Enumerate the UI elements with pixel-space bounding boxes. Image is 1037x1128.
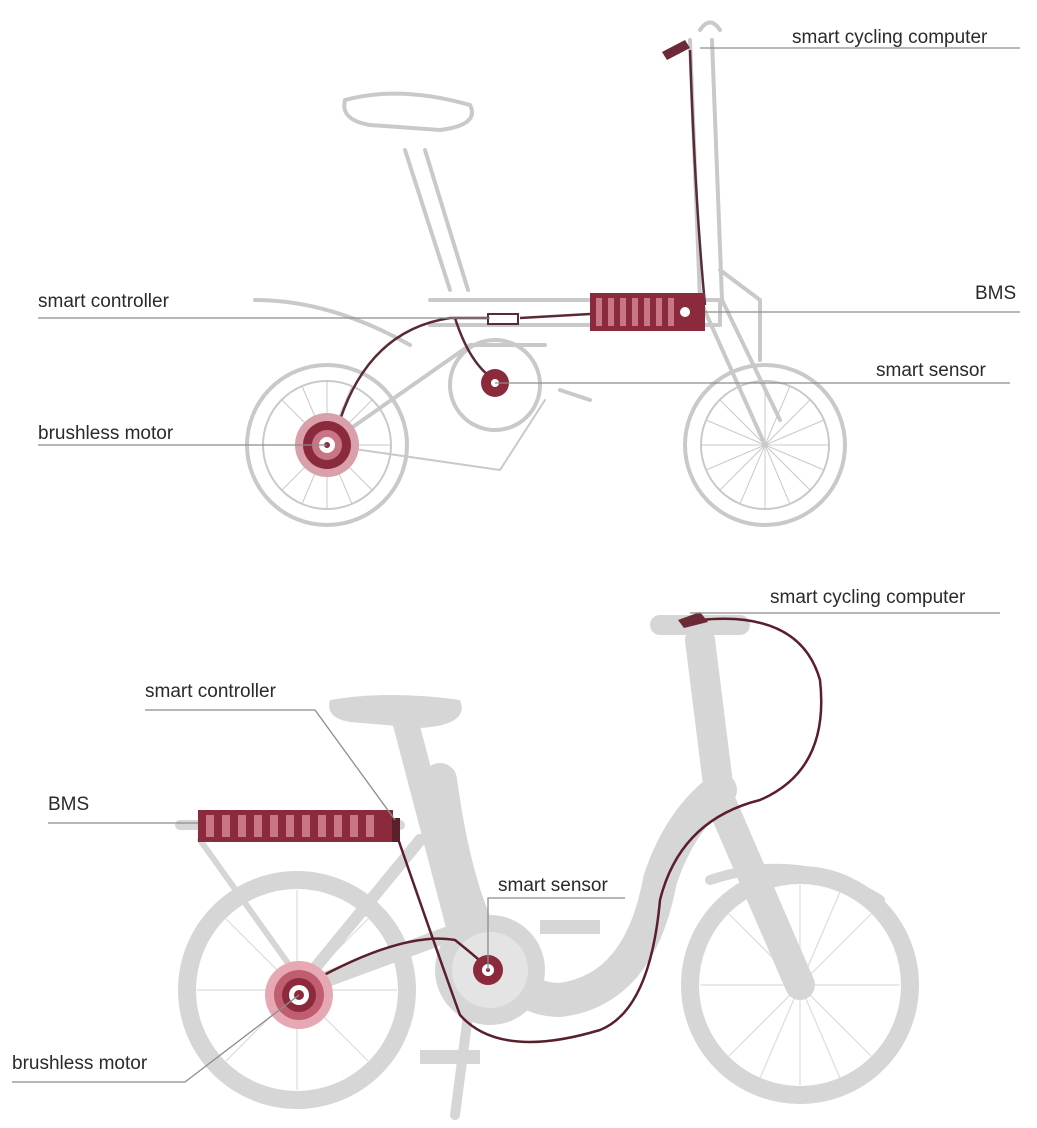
saddle <box>329 695 462 728</box>
seat-tube <box>392 707 473 943</box>
bottom-label-brushless-motor: brushless motor <box>12 1053 148 1074</box>
top-components <box>295 40 705 477</box>
rack-strut <box>197 837 303 983</box>
front-wheel-outline <box>683 363 847 527</box>
pedal-left <box>420 1050 480 1064</box>
bottom-label-smart-sensor: smart sensor <box>498 875 608 896</box>
top-bms-battery <box>590 293 705 331</box>
bottom-label-bms: BMS <box>48 794 90 815</box>
bottom-bms-battery <box>198 810 393 842</box>
top-label-smart-cycling-computer: smart cycling computer <box>792 27 988 48</box>
top-wiring <box>338 49 707 421</box>
computer-cable <box>688 49 707 306</box>
top-cycling-computer <box>662 40 690 60</box>
top-label-smart-controller: smart controller <box>38 291 169 312</box>
front-fender <box>718 268 762 362</box>
chain <box>326 399 546 471</box>
controller-bms-cable <box>519 312 591 320</box>
pedal <box>558 388 592 402</box>
front-fender <box>705 863 885 905</box>
top-label-smart-sensor: smart sensor <box>876 360 986 381</box>
front-fork <box>698 298 782 447</box>
bottom-label-smart-cycling-computer: smart cycling computer <box>770 587 966 608</box>
seat-stay <box>291 834 426 996</box>
rear-fender <box>253 298 412 347</box>
bottom-cycling-computer <box>678 612 708 628</box>
head-tube-fork <box>685 625 815 1000</box>
top-leader-lines <box>38 47 1020 446</box>
handlebar-top <box>698 20 722 32</box>
top-label-brushless-motor: brushless motor <box>38 423 174 444</box>
chainring <box>448 338 542 432</box>
motor-cable <box>338 316 490 421</box>
rear-wheel <box>178 871 416 1109</box>
bottom-leader-lines <box>12 612 1000 1083</box>
bottom-label-smart-controller: smart controller <box>145 681 276 702</box>
top-label-bms: BMS <box>975 283 1017 304</box>
top-smart-controller <box>487 313 519 325</box>
main-harness <box>393 617 823 1044</box>
saddle <box>342 91 474 132</box>
pedal <box>540 920 600 934</box>
seat-post <box>403 148 470 292</box>
bottom-smart-controller <box>392 818 400 842</box>
chain-stay <box>325 343 547 447</box>
